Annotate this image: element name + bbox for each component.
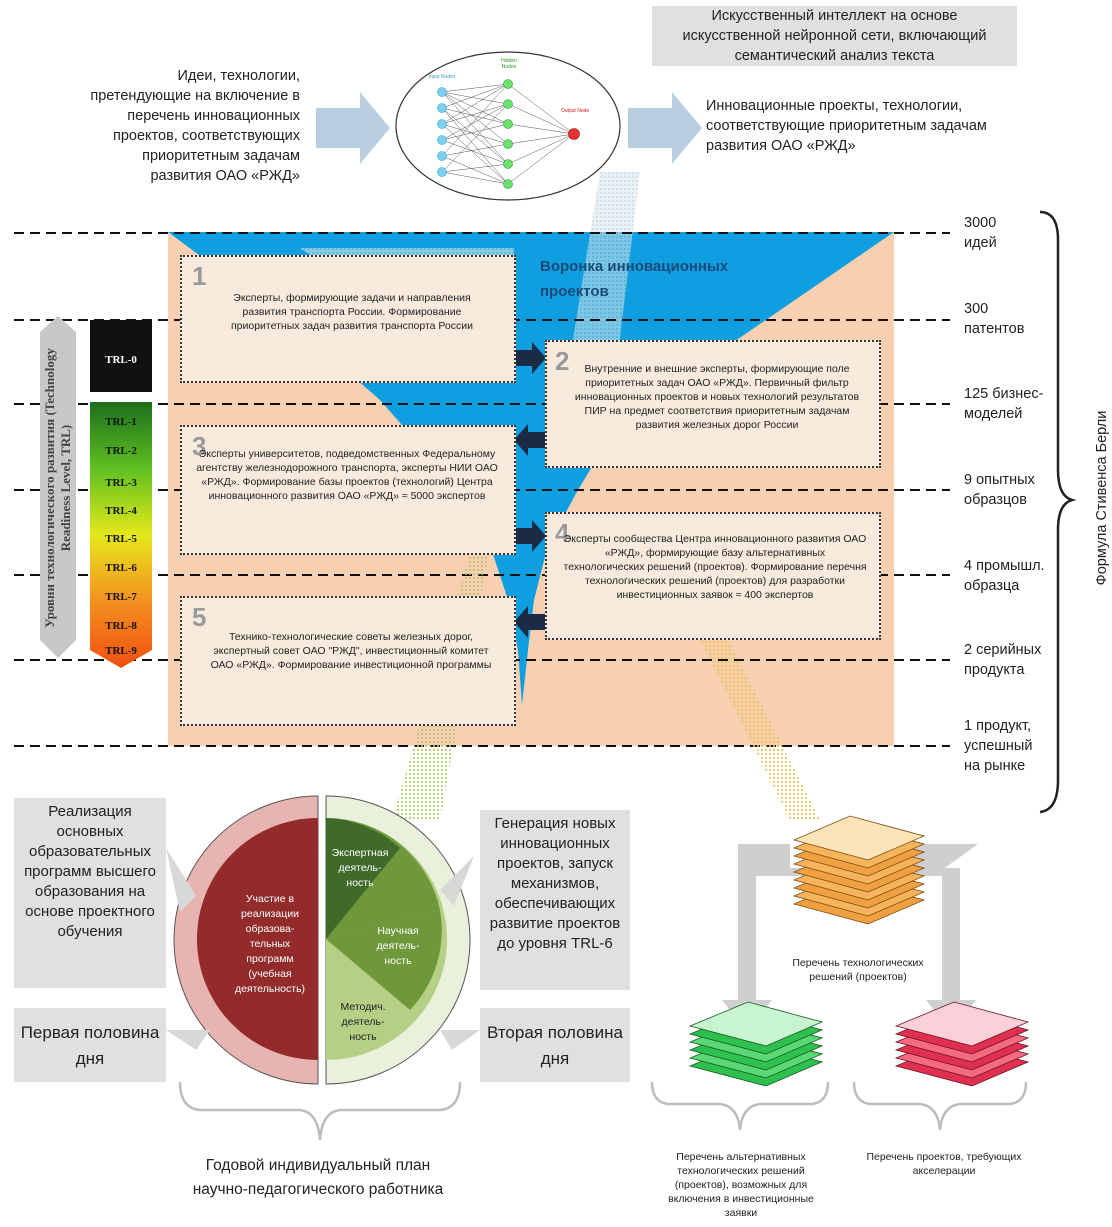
input-text: Идеи, технологии, претендующие на включе… xyxy=(90,68,300,184)
neural-network-icon xyxy=(437,79,580,189)
stage-text-4: Эксперты сообщества Центра инновационног… xyxy=(563,533,867,601)
stage-num-4: 4 xyxy=(555,518,570,548)
level-4: 9 опытных образцов xyxy=(964,472,1035,508)
level-6: 2 серийных продукта xyxy=(964,642,1042,678)
right-bottom-box: Вторая половина дня xyxy=(480,1008,630,1082)
stage-box-4: 4 Эксперты сообщества Центра инновационн… xyxy=(545,512,881,640)
plan-label: Годовой индивидуальный план научно-педаг… xyxy=(192,1157,444,1198)
pie-method-label: Методич. деятель-ность xyxy=(340,1001,386,1043)
level-1: 3000 идей xyxy=(964,215,997,251)
stage-num-1: 1 xyxy=(192,261,207,291)
trl-6: TRL-6 xyxy=(105,562,137,574)
output-arrow xyxy=(628,92,702,164)
nn-output-label: Output Node xyxy=(560,108,590,114)
ai-label-box xyxy=(652,6,1017,66)
pie-science-label: Научная деятель-ность xyxy=(376,925,420,967)
stage-text-1: Эксперты, формирующие задачи и направлен… xyxy=(230,292,474,332)
pie-expert-label: Экспертная деятель-ность xyxy=(331,847,389,889)
output-text: Инновационные проекты, технологии, соотв… xyxy=(706,98,987,154)
level-7: 1 продукт, успешный на рынке xyxy=(964,718,1033,774)
activity-pie xyxy=(173,795,471,1085)
trl-7: TRL-7 xyxy=(105,591,137,603)
trl-5: TRL-5 xyxy=(105,533,137,545)
stage-box-1: 1 Эксперты, формирующие задачи и направл… xyxy=(180,255,516,383)
stage-text-5: Технико-технологические советы железных … xyxy=(210,631,492,671)
left-top-box: Реализация основных образовательных прог… xyxy=(14,798,166,988)
input-arrow xyxy=(316,92,390,164)
nn-input-label: Input Nodes xyxy=(428,74,456,80)
ai-label: Искусственный интеллект на основе искусс… xyxy=(682,8,987,64)
left-bottom-box: Первая половина дня xyxy=(14,1008,166,1082)
trl-3: TRL-3 xyxy=(105,477,137,489)
trl-9: TRL-9 xyxy=(105,645,137,657)
trl-bar xyxy=(90,402,152,668)
stage-box-5: 5 Технико-технологические советы железны… xyxy=(180,596,516,726)
berli-label: Формула Стивенса Берли xyxy=(1094,410,1110,586)
pie-left-label: Участие в реализации образова-тельных пр… xyxy=(234,893,306,995)
berli-brace xyxy=(1039,210,1077,814)
trl-2: TRL-2 xyxy=(105,445,137,457)
stage-num-3: 3 xyxy=(192,431,207,461)
trl-8: TRL-8 xyxy=(105,620,137,632)
stack-alt-icon xyxy=(688,1001,824,1087)
stage-text-2: Внутренние и внешние эксперты, формирующ… xyxy=(574,363,860,431)
level-5: 4 промышл. образца xyxy=(964,558,1045,594)
trl-axis-arrow xyxy=(40,316,76,658)
right-top-box: Генерация новых инновационных проектов, … xyxy=(480,810,630,990)
nn-hidden-label: Hidden Nodes xyxy=(501,58,517,70)
list-tech-label: Перечень технологических решений (проект… xyxy=(792,957,924,983)
list-alt-label: Перечень альтернативных технологических … xyxy=(668,1151,814,1219)
list-accel-label: Перечень проектов, требующих акселерации xyxy=(866,1151,1022,1177)
stack-accel-icon xyxy=(894,1001,1030,1087)
stage-num-5: 5 xyxy=(192,602,207,632)
stage-box-3: 3 Эксперты университетов, подведомственн… xyxy=(180,425,516,555)
stack-tech-icon xyxy=(792,815,926,925)
trl-1: TRL-1 xyxy=(105,416,137,428)
stage-text-3: Эксперты университетов, подведомственных… xyxy=(196,448,498,502)
level-2: 300 патентов xyxy=(964,301,1025,337)
funnel-title: Воронка инновационных проектов xyxy=(540,258,729,300)
trl-4: TRL-4 xyxy=(105,505,137,517)
trl-0: TRL-0 xyxy=(105,354,137,366)
stage-box-2: 2 Внутренние и внешние эксперты, формиру… xyxy=(545,340,881,468)
stage-num-2: 2 xyxy=(555,346,570,376)
trl-axis-label: Уровни технологического развития (Techno… xyxy=(42,348,73,628)
stage-arrows xyxy=(514,342,546,638)
level-3: 125 бизнес-моделей xyxy=(964,386,1044,422)
plan-brace xyxy=(178,1081,462,1141)
